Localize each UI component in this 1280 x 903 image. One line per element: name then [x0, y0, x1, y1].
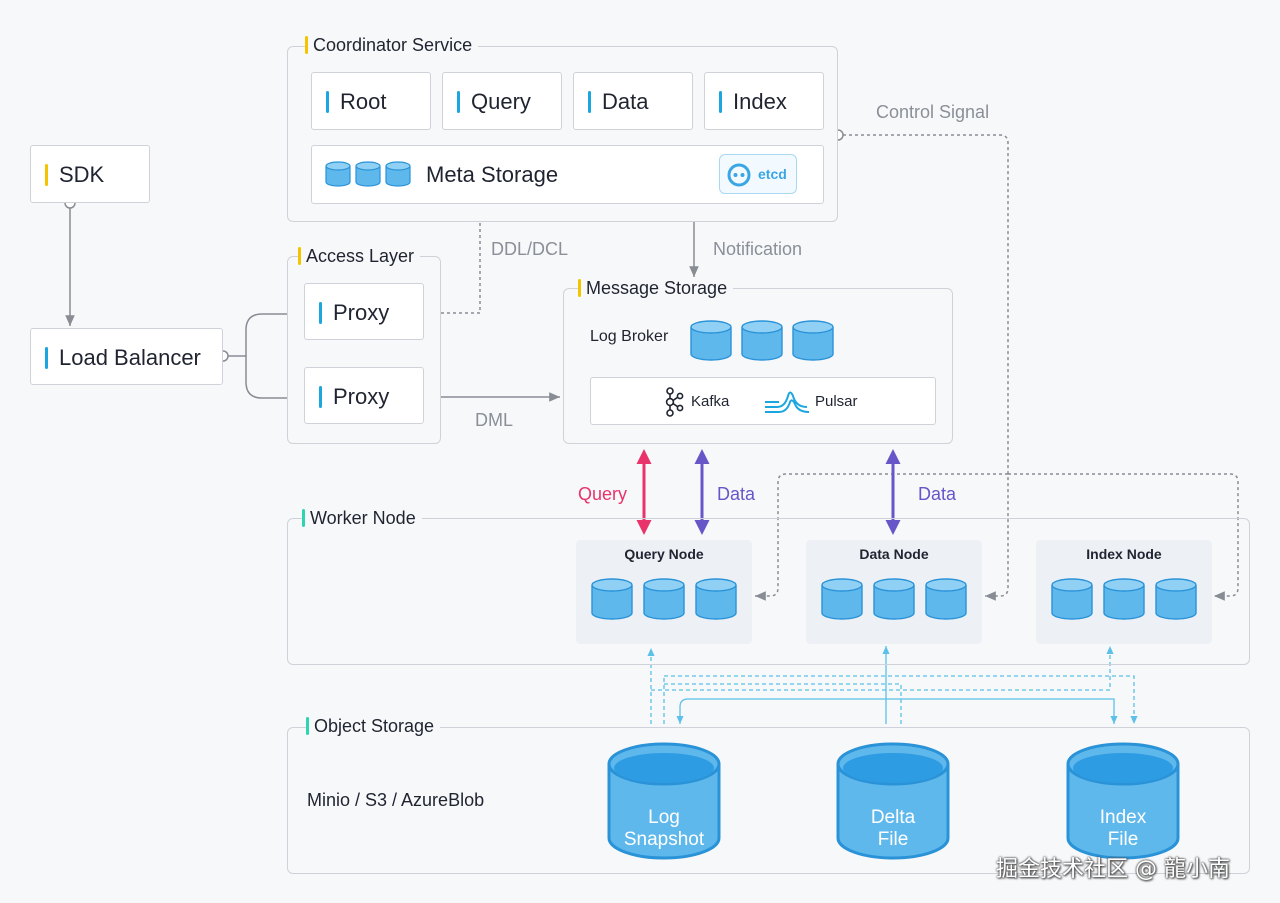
coordinator-data-label: Data	[588, 89, 648, 115]
object-storage-providers: Minio / S3 / AzureBlob	[307, 790, 485, 810]
coordinator-root-box: Root	[311, 72, 431, 130]
broker-logos-box: Kafka Pulsar	[590, 377, 936, 425]
coordinator-query-box: Query	[442, 72, 562, 130]
dml-label: DML	[475, 410, 514, 430]
object-storage-group	[287, 727, 1250, 874]
proxy-box-1: Proxy	[304, 283, 424, 340]
data-arrow-label-left: Data	[717, 484, 756, 504]
edge-control-to-index-node	[1008, 473, 1239, 601]
proxy-label-1: Proxy	[319, 300, 389, 326]
coordinator-root-label: Root	[326, 89, 386, 115]
etcd-icon	[727, 163, 751, 187]
load-balancer-label: Load Balancer	[45, 345, 201, 371]
coordinator-query-label: Query	[457, 89, 531, 115]
edge-control-signal	[843, 134, 1009, 601]
watermark: 掘金技术社区 @ 龍小南	[996, 857, 1230, 882]
log-broker-label: Log Broker	[590, 328, 669, 345]
sdk-label: SDK	[45, 162, 104, 188]
message-storage-title: Message Storage	[578, 277, 734, 299]
coordinator-index-label: Index	[719, 89, 787, 115]
query-arrow-label: Query	[578, 484, 628, 504]
pulsar-label: Pulsar	[815, 393, 858, 410]
load-balancer-box: Load Balancer	[30, 328, 223, 385]
index-node-title: Index Node	[1086, 546, 1162, 562]
proxy-label-2: Proxy	[319, 384, 389, 410]
meta-storage-cylinders	[325, 161, 411, 187]
store-index-line2: File	[1108, 829, 1139, 850]
data-arrow-label-right: Data	[918, 484, 957, 504]
meta-storage-box: Meta Storage etcd	[311, 145, 824, 204]
notification-label: Notification	[713, 239, 803, 259]
store-index-line1: Index	[1100, 807, 1147, 828]
kafka-icon	[665, 387, 684, 417]
access-layer-title: Access Layer	[298, 245, 421, 267]
ddl-dcl-label: DDL/DCL	[491, 239, 569, 259]
meta-storage-label: Meta Storage	[426, 162, 559, 187]
object-storage-title: Object Storage	[306, 715, 441, 737]
etcd-label: etcd	[758, 166, 787, 182]
coordinator-service-title: Coordinator Service	[305, 34, 479, 56]
coordinator-data-box: Data	[573, 72, 693, 130]
edge-ddl-dcl	[429, 208, 485, 314]
sdk-box: SDK	[30, 145, 150, 203]
worker-node-group	[287, 518, 1250, 665]
store-log-line1: Log	[648, 807, 680, 828]
store-delta-line2: File	[878, 829, 909, 850]
proxy-box-2: Proxy	[304, 367, 424, 424]
log-broker-cylinders	[690, 320, 834, 361]
pulsar-icon	[765, 391, 810, 413]
data-node-title: Data Node	[859, 546, 929, 562]
worker-node-title: Worker Node	[302, 507, 422, 529]
query-node-title: Query Node	[624, 546, 704, 562]
edge-control-to-query-node	[755, 473, 1008, 601]
control-signal-label: Control Signal	[876, 102, 990, 122]
edge-lb-to-proxy-2	[245, 356, 302, 403]
edge-lb-to-proxy-1	[228, 309, 302, 357]
coordinator-index-box: Index	[704, 72, 824, 130]
kafka-label: Kafka	[691, 393, 730, 410]
store-delta-line1: Delta	[871, 807, 916, 828]
edge-storage-links	[647, 646, 1138, 724]
store-log-line2: Snapshot	[624, 829, 705, 850]
etcd-badge: etcd	[719, 154, 797, 194]
